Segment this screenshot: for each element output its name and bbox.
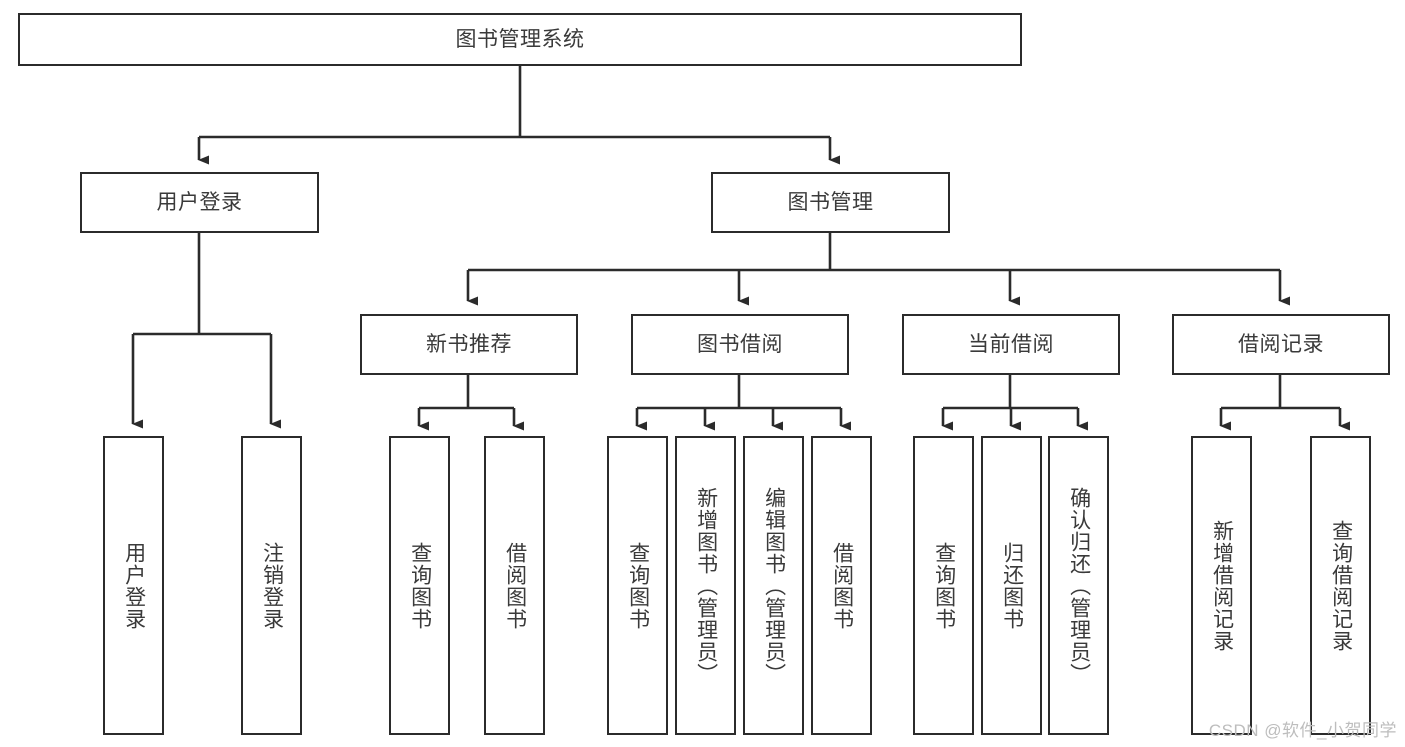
node-new-book-recommend[interactable]: 新书推荐 [360, 314, 578, 375]
node-current-borrow-label: 当前借阅 [968, 332, 1054, 356]
node-leaf-borrow-book-2-label: 借阅图书 [830, 541, 854, 630]
node-leaf-add-book-label: 新增图书（管理员） [694, 486, 718, 685]
node-leaf-confirm-return[interactable]: 确认归还（管理员） [1048, 436, 1109, 735]
node-leaf-edit-book[interactable]: 编辑图书（管理员） [743, 436, 804, 735]
node-leaf-borrow-book-2[interactable]: 借阅图书 [811, 436, 872, 735]
node-book-manage-label: 图书管理 [787, 190, 874, 214]
node-leaf-query-book-1-label: 查询图书 [408, 541, 432, 630]
node-leaf-query-book-3[interactable]: 查询图书 [913, 436, 974, 735]
node-leaf-return-book-label: 归还图书 [1000, 541, 1024, 630]
node-root-label: 图书管理系统 [455, 27, 585, 51]
node-leaf-edit-book-label: 编辑图书（管理员） [762, 486, 786, 685]
node-leaf-return-book[interactable]: 归还图书 [981, 436, 1042, 735]
node-leaf-confirm-return-label: 确认归还（管理员） [1067, 486, 1091, 685]
node-current-borrow[interactable]: 当前借阅 [902, 314, 1120, 375]
node-leaf-logout-login[interactable]: 注销登录 [241, 436, 302, 735]
node-leaf-borrow-book-1[interactable]: 借阅图书 [484, 436, 545, 735]
node-borrow-record-label: 借阅记录 [1238, 332, 1324, 356]
node-user-login[interactable]: 用户登录 [80, 172, 319, 233]
node-root[interactable]: 图书管理系统 [18, 13, 1022, 66]
node-leaf-query-record[interactable]: 查询借阅记录 [1310, 436, 1371, 735]
node-leaf-add-record-label: 新增借阅记录 [1210, 519, 1234, 652]
node-leaf-query-book-2[interactable]: 查询图书 [607, 436, 668, 735]
node-book-borrow[interactable]: 图书借阅 [631, 314, 849, 375]
node-borrow-record[interactable]: 借阅记录 [1172, 314, 1390, 375]
node-leaf-query-book-2-label: 查询图书 [626, 541, 650, 630]
node-book-manage[interactable]: 图书管理 [711, 172, 950, 233]
node-leaf-add-record[interactable]: 新增借阅记录 [1191, 436, 1252, 735]
csdn-watermark: CSDN @软件_小贺同学 [1208, 721, 1397, 740]
node-user-login-label: 用户登录 [156, 190, 243, 214]
node-leaf-query-record-label: 查询借阅记录 [1329, 519, 1353, 652]
node-leaf-user-login[interactable]: 用户登录 [103, 436, 164, 735]
node-leaf-query-book-1[interactable]: 查询图书 [389, 436, 450, 735]
node-new-book-recommend-label: 新书推荐 [426, 332, 512, 356]
node-leaf-borrow-book-1-label: 借阅图书 [503, 541, 527, 630]
node-leaf-logout-login-label: 注销登录 [260, 541, 284, 630]
node-leaf-user-login-label: 用户登录 [122, 541, 146, 630]
node-leaf-query-book-3-label: 查询图书 [932, 541, 956, 630]
node-book-borrow-label: 图书借阅 [697, 332, 783, 356]
node-leaf-add-book[interactable]: 新增图书（管理员） [675, 436, 736, 735]
